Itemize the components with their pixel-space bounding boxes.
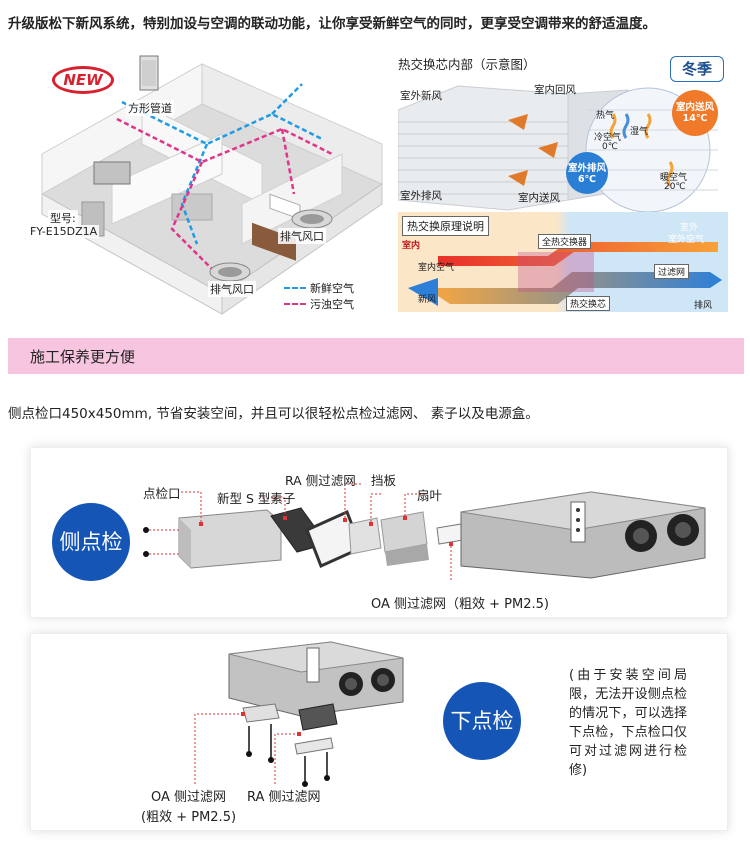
duct-label: 方形管道 bbox=[126, 100, 174, 116]
principle-full-exchanger: 全热交换器 bbox=[538, 234, 592, 249]
legend-fresh-label: 新鲜空气 bbox=[310, 282, 354, 295]
indoor-supply-bubble-label: 室内送风 bbox=[675, 102, 714, 113]
indoor-return-label: 室内回风 bbox=[534, 84, 576, 96]
principle-drawing bbox=[408, 242, 722, 306]
air-legend: 新鲜空气 污浊空气 bbox=[284, 280, 354, 312]
cold-temp-label: 0℃ bbox=[602, 142, 618, 152]
oa-filter-label: OA 侧过滤网（粗效 + PM2.5) bbox=[371, 597, 549, 612]
cold-air-label: 冷空气 bbox=[594, 133, 622, 143]
baffle-label: 挡板 bbox=[371, 473, 397, 488]
principle-core: 热交换芯 bbox=[566, 296, 611, 311]
side-inspection-badge: 侧点检 bbox=[52, 503, 130, 581]
outdoor-fresh-label: 室外新风 bbox=[400, 90, 442, 102]
moisture-label: 湿气 bbox=[630, 127, 649, 137]
down-inspection-badge: 下点检 bbox=[443, 682, 521, 760]
ra-filter-label: RA 侧过滤网 bbox=[285, 473, 356, 488]
principle-indoor: 室内 bbox=[402, 241, 421, 251]
section-bar: 施工保养更方便 bbox=[8, 338, 744, 374]
model-label: 型号: bbox=[48, 210, 78, 226]
warm-temp-label: 20℃ bbox=[664, 182, 686, 192]
outdoor-exhaust-bubble: 室外排风 6℃ bbox=[566, 152, 608, 194]
indoor-supply-bubble: 室内送风 14℃ bbox=[672, 90, 718, 136]
down-inspection-drawing bbox=[194, 641, 404, 787]
principle-box: 热交换原理说明 室内 室外 室外空气 室内空气 新风 全热交换器 过滤网 热交换… bbox=[398, 212, 728, 312]
fresh-line-icon bbox=[284, 287, 306, 289]
indoor-supply-label: 室内送风 bbox=[518, 192, 560, 204]
down-inspection-note: (由于安装空间局限，无法开设侧点检的情况下，可以选择下点检，下点检口仅可对过滤网… bbox=[569, 668, 687, 778]
down-oa-filter-label: OA 侧过滤网 bbox=[151, 790, 227, 805]
legend-fresh: 新鲜空气 bbox=[284, 280, 354, 296]
side-inspection-box: 侧点检 点检口 新型 S 型素子 RA 侧过滤网 挡板 扇叶 OA 侧过滤网（粗… bbox=[30, 447, 728, 618]
down-oa-filter-sub: (粗效 + PM2.5) bbox=[141, 810, 237, 825]
vent-label-bottom: 排气风口 bbox=[208, 281, 256, 297]
season-badge: 冬季 bbox=[670, 56, 724, 82]
exchanger-title: 热交换芯内部（示意图） bbox=[398, 57, 536, 72]
section-title: 施工保养更方便 bbox=[30, 348, 136, 366]
side-inspection-drawing bbox=[143, 483, 706, 580]
description-text: 侧点检口450x450mm, 节省安装空间，并且可以很轻松点检过滤网、 素子以及… bbox=[8, 406, 539, 422]
down-ra-filter-label: RA 侧过滤网 bbox=[247, 790, 321, 805]
outdoor-exhaust-bubble-label: 室外排风 bbox=[567, 163, 606, 174]
new-badge: NEW bbox=[52, 66, 114, 94]
intro-text: 升级版松下新风系统，特别加设与空调的联动功能，让你享受新鲜空气的同时，更享受空调… bbox=[8, 16, 656, 32]
principle-title: 热交换原理说明 bbox=[402, 216, 489, 236]
principle-indoor-air: 室内空气 bbox=[418, 263, 455, 273]
legend-dirty-label: 污浊空气 bbox=[310, 298, 354, 311]
model-value: FY-E15DZ1A bbox=[28, 225, 100, 238]
outdoor-exhaust-label: 室外排风 bbox=[400, 190, 442, 202]
indoor-supply-bubble-temp: 14℃ bbox=[682, 113, 708, 124]
vent-label-right: 排气风口 bbox=[278, 228, 326, 244]
legend-dirty: 污浊空气 bbox=[284, 296, 354, 312]
down-inspection-box: OA 侧过滤网 (粗效 + PM2.5) RA 侧过滤网 下点检 (由于安装空间… bbox=[30, 633, 728, 831]
fan-blade-label: 扇叶 bbox=[417, 488, 443, 503]
heat-exchanger-panel: 热交换芯内部（示意图） 冬季 室外新风 室内回风 室外排风 室内送风 热气 湿气… bbox=[398, 50, 728, 316]
principle-outdoor: 室外 bbox=[680, 223, 699, 233]
outdoor-exhaust-bubble-temp: 6℃ bbox=[577, 174, 597, 185]
heat-label: 热气 bbox=[596, 111, 615, 121]
s-element-label: 新型 S 型素子 bbox=[217, 491, 296, 506]
principle-outdoor-air: 室外空气 bbox=[668, 235, 705, 245]
access-port-label: 点检口 bbox=[143, 486, 181, 501]
principle-exhaust: 排风 bbox=[694, 301, 713, 311]
principle-filter: 过滤网 bbox=[654, 264, 690, 279]
house-drawing bbox=[40, 55, 384, 315]
dirty-line-icon bbox=[284, 303, 306, 305]
principle-fresh-air: 新风 bbox=[418, 295, 437, 305]
house-illustration: NEW 方形管道 型号: FY-E15DZ1A 排气风口 排气风口 新鲜空气 污… bbox=[22, 44, 390, 316]
warm-air-label: 暖空气 bbox=[660, 173, 688, 183]
